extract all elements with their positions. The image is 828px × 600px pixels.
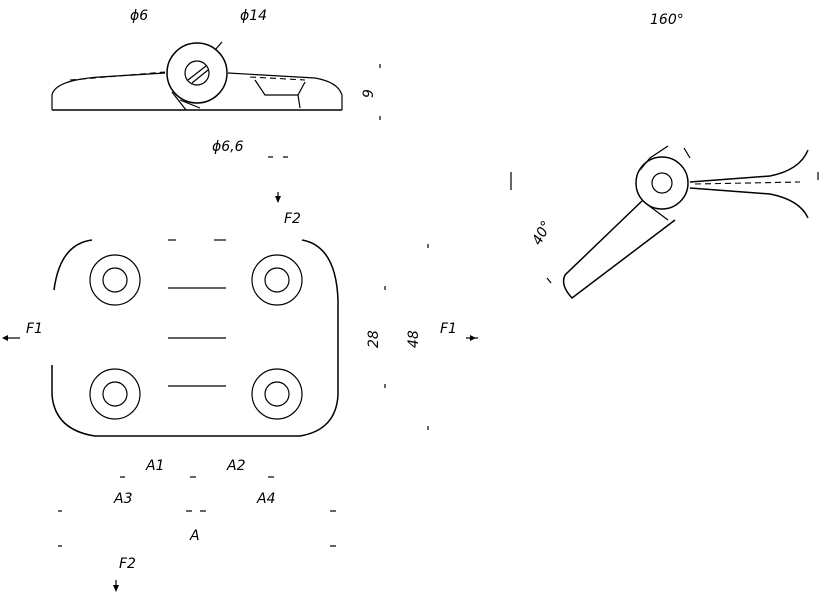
side-view	[51, 41, 381, 203]
f2-top-label: F2	[284, 211, 301, 227]
phi6-label: ϕ6	[130, 8, 148, 24]
side-view-pin-hatch	[191, 69, 209, 84]
f2-bottom-arrow-head	[113, 585, 119, 592]
f2-top-arrow-head	[275, 196, 281, 203]
angled-knuckle-top	[639, 145, 669, 171]
side-view-right-leaf-hidden	[249, 76, 306, 81]
phi14-label: ϕ14	[240, 8, 267, 24]
side-view-knuckle	[166, 42, 228, 104]
f1-right-arrow-head	[470, 335, 476, 341]
height-inner-label: 28	[366, 330, 382, 348]
side-view-right-leaf	[227, 72, 343, 110]
thickness-label: 9	[361, 89, 377, 98]
open-angle-view	[510, 145, 819, 300]
mounting-hole	[89, 368, 141, 420]
plan-view-outline	[51, 239, 339, 437]
flat-leaf-top	[689, 149, 809, 183]
height-outer-label: 48	[406, 330, 422, 348]
f1-right-label: F1	[440, 321, 457, 337]
side-view-pin	[184, 60, 210, 86]
side-view-knuckle-root	[171, 91, 201, 111]
angled-knuckle-mark	[683, 147, 691, 159]
flat-leaf-hidden	[694, 181, 801, 185]
spacing-a4-label: A4	[256, 491, 275, 507]
tilt-tick	[546, 277, 552, 284]
phi14-leader	[214, 41, 223, 51]
angled-pin	[651, 172, 673, 194]
phi66-label: ϕ6,6	[212, 139, 244, 155]
side-view-left-leaf	[51, 72, 166, 110]
angle-label: 160°	[650, 12, 684, 28]
spacing-a2-label: A2	[226, 458, 246, 474]
side-view-left-leaf-hidden	[69, 71, 166, 81]
spacing-a1-label: A1	[145, 458, 164, 474]
spacing-a-label: A	[189, 528, 200, 544]
angled-knuckle	[635, 156, 689, 210]
flat-leaf-bottom	[689, 187, 809, 219]
side-view-pin-hatch	[187, 65, 207, 81]
angled-leaf	[562, 199, 676, 300]
f1-left-label: F1	[26, 321, 43, 337]
side-view-countersink-edge	[297, 94, 301, 109]
spacing-a3-label: A3	[113, 491, 132, 507]
plan-view	[2, 239, 478, 592]
mounting-hole	[251, 254, 303, 306]
mounting-hole	[251, 368, 303, 420]
angled-leaf-join	[647, 204, 669, 221]
tilt-label: 40°	[529, 218, 555, 247]
side-view-countersink	[254, 79, 306, 96]
f1-left-arrow-head	[2, 335, 8, 341]
mounting-hole	[89, 254, 141, 306]
f2-bottom-label: F2	[119, 556, 136, 572]
